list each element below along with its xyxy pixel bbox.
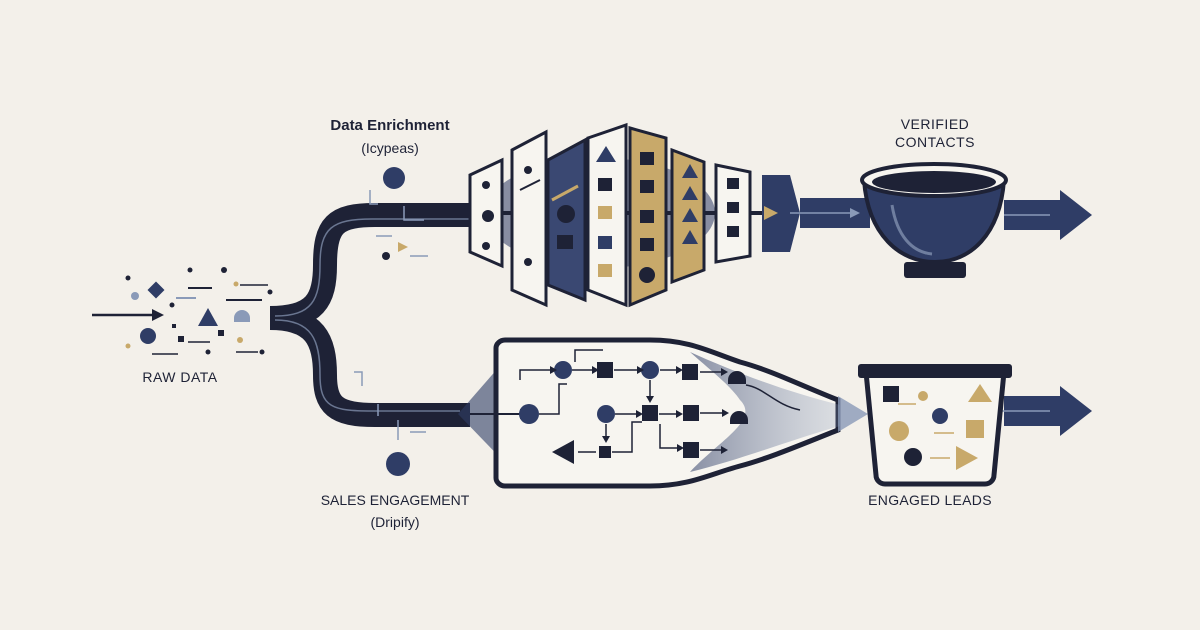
engaged-leads-bucket [858,364,1092,487]
circle-icon [386,452,410,476]
circle-icon [383,167,405,189]
raw-data-label: RAW DATA [142,369,218,385]
triangle-icon [956,446,978,470]
sales-connector [354,371,426,476]
main-pipes [269,203,480,427]
sales-engagement-label: SALES ENGAGEMENT (Dripify) [280,492,510,531]
flow-nodes [519,361,748,464]
triangle-icon [198,308,218,326]
arrow-right-icon [152,309,164,321]
sales-engagement-title: SALES ENGAGEMENT [320,492,470,508]
triangle-icon [552,440,574,464]
sales-engagement-funnel [458,337,868,489]
engaged-leads-label: ENGAGED LEADS [868,492,992,508]
flow-arrowheads [550,366,729,454]
enrichment-connector [369,167,428,260]
data-enrichment-tool: (Icypeas) [361,139,419,156]
circle-icon [140,328,156,344]
flow-connectors [519,349,801,453]
square-icon [598,178,612,191]
data-enrichment-label: Data Enrichment (Icypeas) [270,117,510,157]
triangle-icon [596,146,616,162]
raw-data-scatter [92,267,273,355]
sales-engagement-tool: (Dripify) [370,513,420,530]
verified-contacts-line2: CONTACTS [895,133,975,150]
arrow-right-icon [1060,386,1092,436]
data-enrichment-title: Data Enrichment [330,117,450,134]
verified-contacts-line1: VERIFIED [900,116,970,132]
square-icon [147,281,165,299]
enrichment-filter [468,122,870,308]
arrow-right-icon [1060,190,1092,240]
square-icon [883,386,899,402]
verified-contacts-label: VERIFIED CONTACTS [850,116,1020,151]
verified-contacts-bowl [860,162,1092,278]
